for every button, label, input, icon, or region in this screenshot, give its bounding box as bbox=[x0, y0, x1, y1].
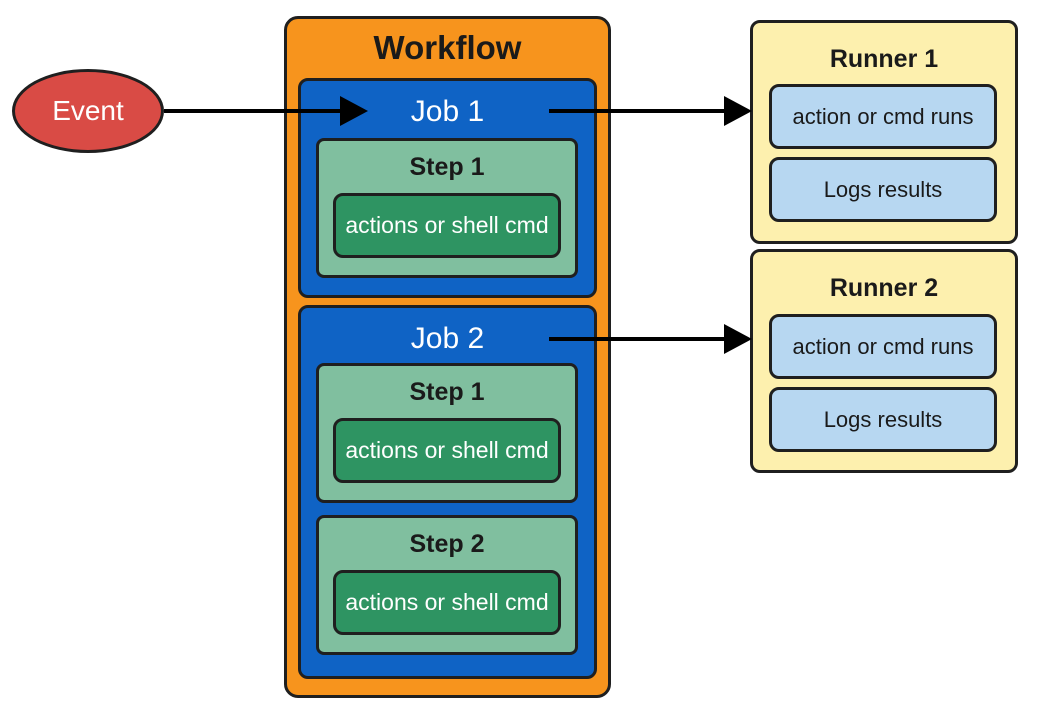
runner-1-item-logs-results: Logs results bbox=[769, 157, 997, 222]
runner-1-item-2-label: Logs results bbox=[823, 176, 943, 202]
job-2-step-2-action-label: actions or shell cmd bbox=[345, 589, 549, 615]
job-1-step-1-title: Step 1 bbox=[409, 153, 485, 181]
runner-1-title: Runner 1 bbox=[829, 45, 939, 73]
job-1-title: Job 1 bbox=[410, 95, 485, 128]
runner-2-item-1-label: action or cmd runs bbox=[792, 333, 974, 359]
job-2-step-2-action: actions or shell cmd bbox=[333, 570, 561, 635]
event-node: Event bbox=[12, 69, 164, 153]
runner-2-item-2-label: Logs results bbox=[823, 406, 943, 432]
job-2-step-1-action-label: actions or shell cmd bbox=[345, 437, 549, 463]
runner-2-item-action-runs: action or cmd runs bbox=[769, 314, 997, 379]
runner-1-item-action-runs: action or cmd runs bbox=[769, 84, 997, 149]
runner-2-title: Runner 2 bbox=[829, 274, 939, 302]
job-2-step-1-action: actions or shell cmd bbox=[333, 418, 561, 483]
job-2-step-1-title: Step 1 bbox=[409, 378, 485, 406]
runner-1-item-1-label: action or cmd runs bbox=[792, 103, 974, 129]
job-1-step-1-action: actions or shell cmd bbox=[333, 193, 561, 258]
job-2-step-2-title: Step 2 bbox=[409, 530, 485, 558]
workflow-title: Workflow bbox=[373, 29, 522, 66]
runner-2-item-logs-results: Logs results bbox=[769, 387, 997, 452]
job-1-step-1-action-label: actions or shell cmd bbox=[345, 212, 549, 238]
event-label: Event bbox=[52, 95, 124, 126]
job-2-title: Job 2 bbox=[410, 322, 485, 355]
